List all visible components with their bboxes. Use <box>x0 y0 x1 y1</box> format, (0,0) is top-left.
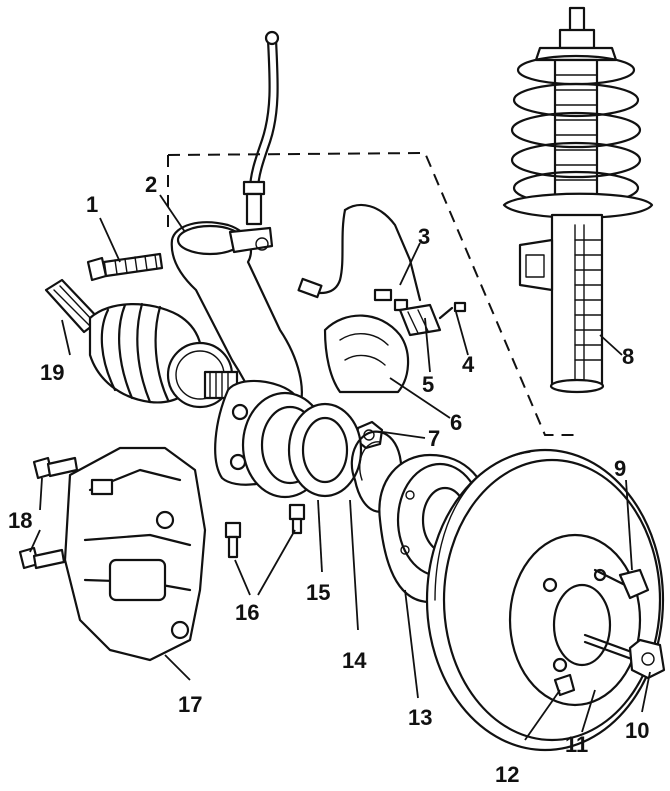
shock-strut-with-coil-spring <box>502 6 654 394</box>
callout-3: 3 <box>418 224 430 249</box>
callout-2: 2 <box>145 172 157 197</box>
leader-lines <box>29 194 651 741</box>
sensor-bolt <box>438 301 467 320</box>
splash-shield <box>323 314 410 394</box>
callout-labels: 1 2 3 4 5 6 7 8 9 10 11 12 13 14 15 16 1… <box>8 172 649 787</box>
callout-10: 10 <box>625 718 649 743</box>
callout-6: 6 <box>450 410 462 435</box>
callout-14: 14 <box>342 648 367 673</box>
callout-17: 17 <box>178 692 202 717</box>
brake-disc <box>425 448 665 752</box>
callout-12: 12 <box>495 762 519 787</box>
brake-hose <box>242 30 280 226</box>
caliper-mounting-bolts <box>18 456 79 570</box>
wheel-bearing <box>241 391 363 499</box>
callout-5: 5 <box>422 372 434 397</box>
caliper-guide-bolts <box>224 503 306 559</box>
abs-sensor-wire <box>297 203 442 337</box>
callout-9: 9 <box>614 456 626 481</box>
callout-19: 19 <box>40 360 64 385</box>
callout-15: 15 <box>306 580 330 605</box>
callout-16: 16 <box>235 600 259 625</box>
callout-4: 4 <box>462 352 475 377</box>
callout-1: 1 <box>86 192 98 217</box>
pinch-bolt <box>86 252 164 282</box>
brake-caliper <box>63 446 207 662</box>
snap-ring <box>350 430 403 513</box>
wheel-bolt <box>593 568 650 600</box>
callout-18: 18 <box>8 508 32 533</box>
callout-11: 11 <box>565 732 588 757</box>
callout-8: 8 <box>622 344 634 369</box>
callout-13: 13 <box>408 705 432 730</box>
assembly-dashed-lines <box>167 151 575 436</box>
drive-shaft-cv-joint <box>44 278 239 409</box>
callout-7: 7 <box>428 426 440 451</box>
